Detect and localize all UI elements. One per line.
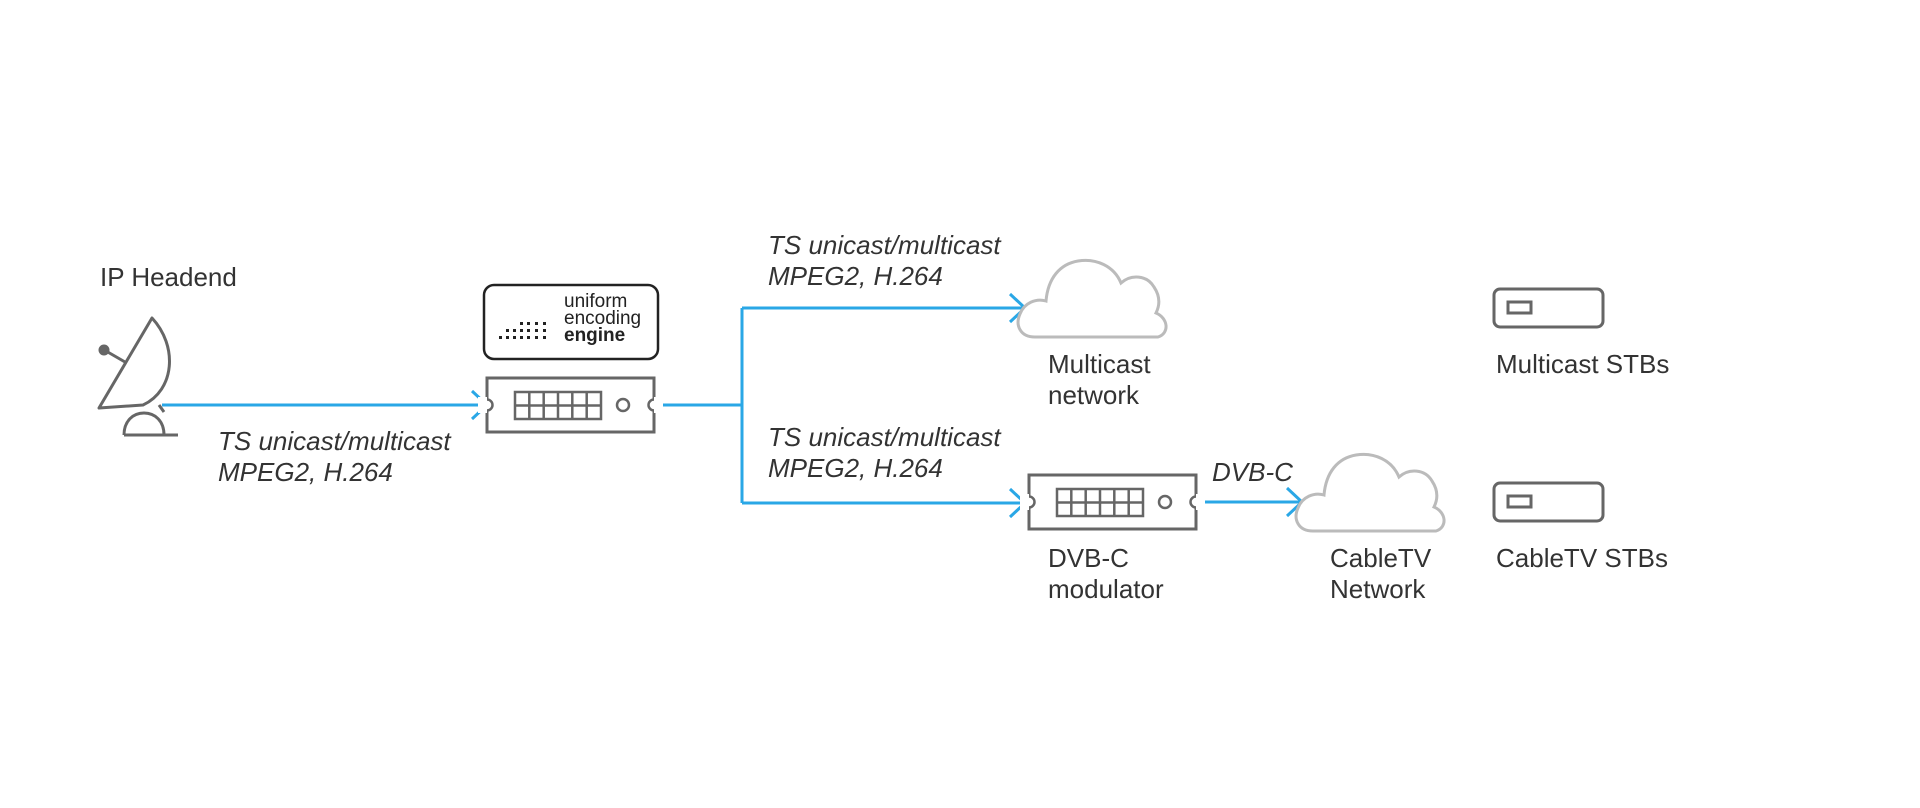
encoder-device-icon <box>476 376 665 434</box>
multicast-stb-icon <box>1492 287 1605 329</box>
logo-line-1: uniform <box>564 291 628 312</box>
logo-line-2: encoding <box>564 308 642 329</box>
stream-bottom-line-2: MPEG2, H.264 <box>768 453 943 483</box>
multicast-network-line-1: Multicast <box>1048 349 1151 379</box>
flow-lines <box>162 292 1305 519</box>
stream-top-line-1: TS unicast/multicast <box>768 230 1001 260</box>
stream-bottom-label: TS unicast/multicast MPEG2, H.264 <box>768 422 1001 484</box>
stream-in-label: TS unicast/multicast MPEG2, H.264 <box>218 426 451 488</box>
stream-top-line-2: MPEG2, H.264 <box>768 261 943 291</box>
stream-top-label: TS unicast/multicast MPEG2, H.264 <box>768 230 1001 292</box>
dvbc-link-label: DVB-C <box>1212 457 1293 487</box>
stream-bottom-line-1: TS unicast/multicast <box>768 422 1001 452</box>
ip-headend-label: IP Headend <box>100 262 237 292</box>
cabletv-cloud-icon <box>1294 452 1446 533</box>
logo-text: uniform encoding engine <box>564 291 642 346</box>
cabletv-network-line-2: Network <box>1330 574 1426 604</box>
logo-line-3: engine <box>564 325 626 346</box>
cabletv-network-label: CableTV Network <box>1330 543 1431 605</box>
encoding-engine-logo <box>482 283 660 361</box>
stream-in-line-1: TS unicast/multicast <box>218 426 451 456</box>
modulator-line-2: modulator <box>1048 574 1164 604</box>
multicast-network-line-2: network <box>1048 380 1140 410</box>
multicast-network-label: Multicast network <box>1048 349 1151 411</box>
cabletv-stbs-label: CableTV STBs <box>1496 543 1668 573</box>
modulator-device-icon <box>1018 473 1207 531</box>
satellite-dish-icon <box>97 316 178 437</box>
stream-in-line-2: MPEG2, H.264 <box>218 457 393 487</box>
cabletv-stb-icon <box>1492 481 1605 523</box>
multicast-cloud-icon <box>1016 258 1168 339</box>
multicast-stbs-label: Multicast STBs <box>1496 349 1670 379</box>
cabletv-network-line-1: CableTV <box>1330 543 1432 573</box>
modulator-label: DVB-C modulator <box>1048 543 1164 605</box>
modulator-line-1: DVB-C <box>1048 543 1129 573</box>
